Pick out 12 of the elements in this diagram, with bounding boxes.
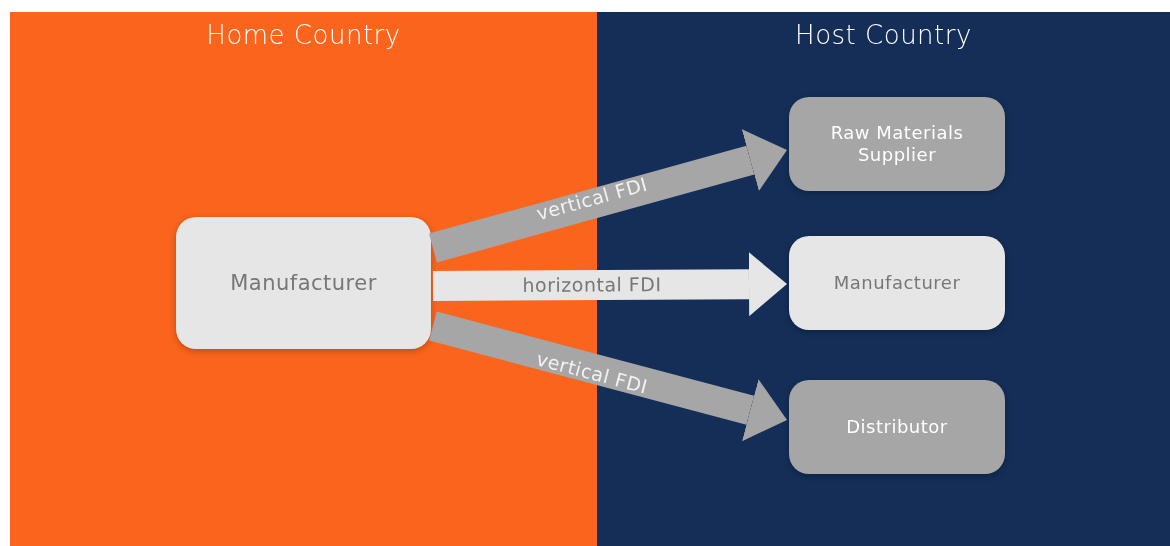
entity-box [789,236,1005,330]
panel-title: Home Country [206,20,401,52]
edge-label: horizontal FDI [522,275,662,295]
entity-label: Raw Materials Supplier [829,121,965,167]
entity-label: Manufacturer [230,269,377,297]
entity-box [789,380,1005,474]
entity-box [789,97,1005,191]
entity-label: Manufacturer [833,271,961,295]
edge-label: vertical FDI [534,349,650,397]
entity-label: Distributor [846,415,948,439]
panel-title: Host Country [795,20,972,52]
entity-box [176,217,431,349]
